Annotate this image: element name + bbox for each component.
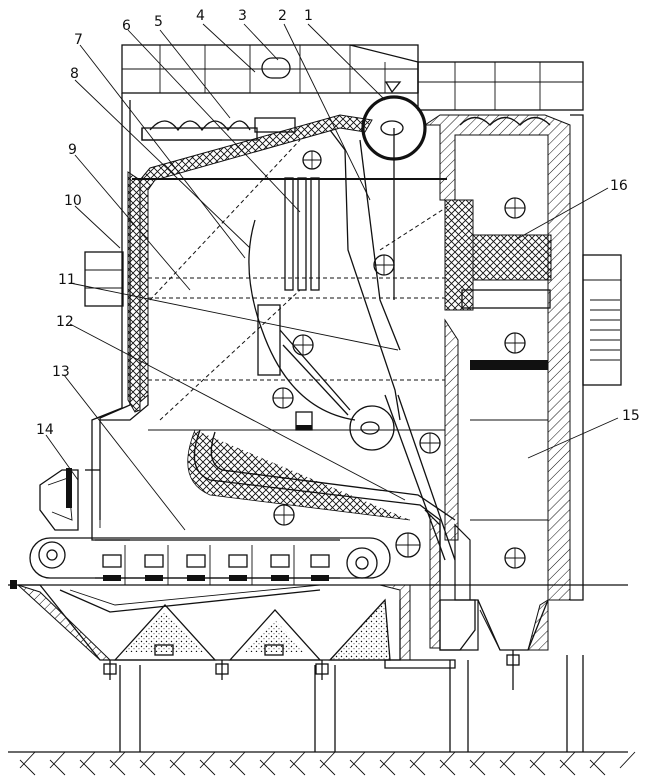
safety-valve [261,57,291,79]
label-1: 1 [304,8,313,24]
label-4: 4 [196,8,205,24]
lower-flue [424,509,549,690]
rear-baffles [423,114,571,601]
ground-hatching [19,751,636,776]
label-15: 15 [622,408,640,424]
label-12: 12 [56,314,74,330]
label-7: 7 [74,32,83,48]
air-compartments [102,545,330,585]
callout-labels: 1 2 3 4 5 6 7 8 9 10 11 12 13 14 15 16 [36,8,640,438]
leader-lines [45,23,619,531]
label-6: 6 [122,18,131,34]
front-arch [39,395,149,541]
label-14: 14 [36,422,54,438]
lower-drum [349,405,395,451]
front-wall [84,93,141,520]
rear-arch [187,394,456,580]
label-10: 10 [64,193,82,209]
label-8: 8 [70,66,79,82]
front-wall-door [84,251,124,307]
furnace-lining [132,114,451,431]
label-16: 16 [610,178,628,194]
chain-grate [29,537,391,585]
roof-brickwork [121,44,584,111]
label-5: 5 [154,14,163,30]
label-11: 11 [58,272,76,288]
convection-bank [248,129,441,454]
rear-side-door [582,254,622,386]
label-3: 3 [238,8,247,24]
rear-casing [570,114,622,601]
label-2: 2 [278,8,287,24]
superheater [141,117,322,291]
coal-hopper [39,469,79,531]
foundation [8,655,636,776]
label-13: 13 [52,364,70,380]
label-9: 9 [68,142,77,158]
